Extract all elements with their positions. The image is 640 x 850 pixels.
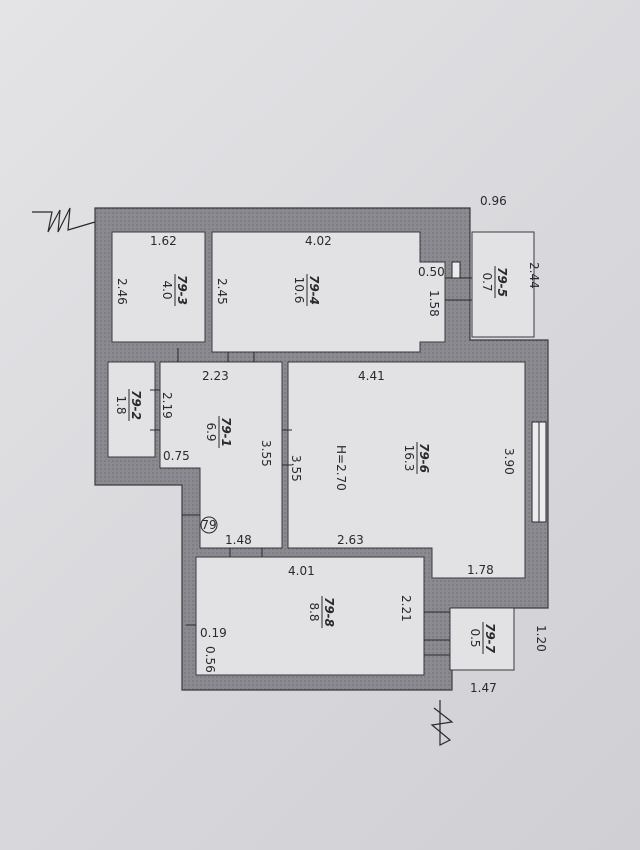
dim-r8-h: 2.21 bbox=[399, 595, 413, 622]
room-number-7: 79-7 bbox=[483, 623, 497, 654]
room-number-8: 79-8 bbox=[322, 597, 336, 627]
room-79-4 bbox=[211, 231, 446, 353]
room-number-1: 79-1 bbox=[219, 417, 233, 447]
dim-r6-h: 3.90 bbox=[502, 448, 516, 475]
room-79-6 bbox=[287, 361, 526, 579]
room-number-2: 79-2 bbox=[129, 390, 143, 420]
dim-r8-w: 4.01 bbox=[288, 564, 315, 578]
height-label: H=2.70 bbox=[334, 445, 348, 491]
room-area-4: 10.6 bbox=[292, 277, 306, 304]
window-79-6 bbox=[531, 421, 547, 523]
dim-r4-h: 2.45 bbox=[215, 278, 229, 305]
dim-r1-w: 2.23 bbox=[202, 369, 229, 383]
room-area-2: 1.8 bbox=[114, 395, 128, 414]
dim-w-right: 2.44 bbox=[527, 262, 541, 289]
stair-mark-circle bbox=[200, 516, 218, 534]
room-number-5: 79-5 bbox=[495, 267, 509, 297]
room-label-5: 79-50.7 bbox=[480, 266, 509, 298]
dim-r6-w: 4.41 bbox=[358, 369, 385, 383]
room-area-6: 16.3 bbox=[402, 445, 416, 472]
room-79-3 bbox=[111, 231, 206, 343]
dim-r8-wall: 0.19 bbox=[200, 626, 227, 640]
dim-r4-w: 4.02 bbox=[305, 234, 332, 248]
dim-w-top: 0.96 bbox=[480, 194, 507, 208]
dim-r6-bottom-right: 1.78 bbox=[467, 563, 494, 577]
dim-r2-h: 2.19 bbox=[160, 392, 174, 419]
room-area-3: 4.0 bbox=[160, 280, 174, 299]
room-label-3: 79-34.0 bbox=[160, 274, 189, 306]
room-labels: 79-34.0 79-410.6 79-50.7 79-21.8 79-16.9 79-6… bbox=[114, 266, 509, 654]
room-number-6: 79-6 bbox=[417, 443, 431, 473]
vent-79-4 bbox=[451, 261, 461, 279]
dim-r3-w: 1.62 bbox=[150, 234, 177, 248]
room-label-4: 79-410.6 bbox=[292, 274, 321, 306]
dim-r2-w: 0.75 bbox=[163, 449, 190, 463]
dim-r7-h: 1.47 bbox=[470, 681, 497, 695]
room-area-7: 0.5 bbox=[468, 628, 482, 647]
dim-r1-h: 3.55 bbox=[259, 440, 273, 467]
room-number-3: 79-3 bbox=[175, 275, 189, 305]
room-label-6: 79-616.3 bbox=[402, 442, 431, 474]
dim-r1-bottom-w: 1.48 bbox=[225, 533, 252, 547]
dim-r6-left-h: 3.55 bbox=[289, 455, 303, 482]
room-label-8: 79-88.8 bbox=[307, 596, 336, 628]
room-area-5: 0.7 bbox=[480, 272, 494, 291]
dim-r4-niche-h: 1.58 bbox=[427, 290, 441, 317]
dim-r7-w: 1.20 bbox=[534, 625, 548, 652]
room-area-1: 6.9 bbox=[204, 422, 218, 441]
break-line-bottom bbox=[430, 700, 454, 746]
dim-r3-h: 2.46 bbox=[115, 278, 129, 305]
room-label-7: 79-70.5 bbox=[468, 622, 497, 654]
dim-r6-bottom-w: 2.63 bbox=[337, 533, 364, 547]
room-area-8: 8.8 bbox=[307, 602, 321, 621]
dim-r4-niche-w: 0.50 bbox=[418, 265, 445, 279]
room-79-1 bbox=[159, 361, 283, 549]
dim-r8-niche: 0.56 bbox=[203, 646, 217, 673]
stair-mark-text: 79 bbox=[201, 518, 216, 532]
room-79-8 bbox=[195, 556, 425, 676]
room-label-1: 79-16.9 bbox=[204, 416, 233, 448]
room-79-5 bbox=[471, 231, 535, 338]
room-number-4: 79-4 bbox=[307, 275, 321, 305]
break-line-top-left bbox=[32, 207, 96, 233]
room-79-2 bbox=[107, 361, 156, 458]
room-79-7 bbox=[449, 607, 515, 671]
room-label-2: 79-21.8 bbox=[114, 389, 143, 421]
